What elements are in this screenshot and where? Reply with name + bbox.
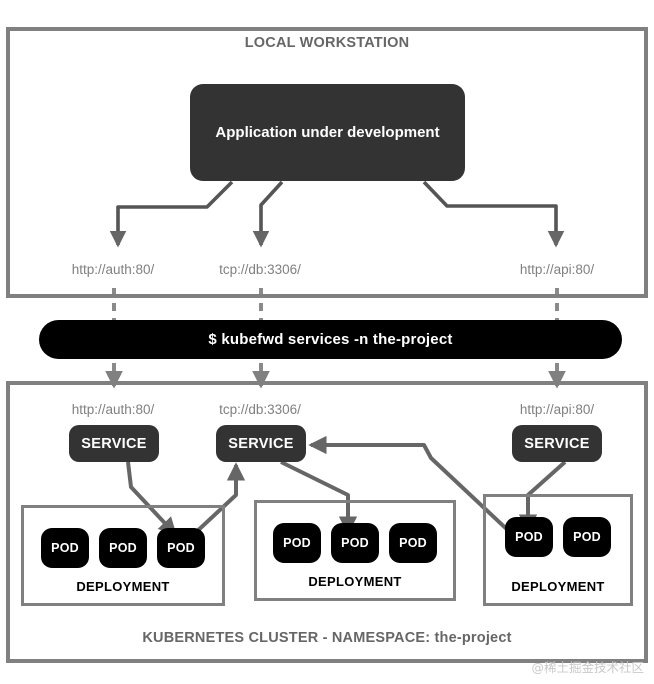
kubernetes-cluster-title: KUBERNETES CLUSTER - NAMESPACE: the-proj…	[142, 630, 512, 646]
cluster-endpoint-api: http://api:80/	[519, 402, 595, 417]
deployment-label: DEPLOYMENT	[511, 579, 605, 594]
deployment-box-api: POD POD DEPLOYMENT	[483, 494, 633, 606]
local-workstation-title: LOCAL WORKSTATION	[244, 35, 410, 51]
workstation-endpoint-db: tcp://db:3306/	[219, 262, 301, 277]
pod-label: POD	[573, 530, 601, 544]
deployment-label: DEPLOYMENT	[76, 579, 170, 594]
pod-box[interactable]: POD	[563, 517, 611, 557]
pod-label: POD	[341, 536, 369, 550]
pod-label: POD	[167, 541, 195, 555]
workstation-endpoint-auth: http://auth:80/	[71, 262, 155, 277]
application-label: Application under development	[215, 124, 440, 141]
pod-box[interactable]: POD	[389, 523, 437, 563]
pod-label: POD	[109, 541, 137, 555]
deployment-label: DEPLOYMENT	[308, 574, 402, 589]
pod-box[interactable]: POD	[331, 523, 379, 563]
service-label: SERVICE	[228, 435, 294, 452]
deployment-box-auth: POD POD POD DEPLOYMENT	[21, 505, 225, 606]
application-under-development-box[interactable]: Application under development	[190, 84, 465, 181]
pod-box[interactable]: POD	[505, 517, 553, 557]
service-box-api[interactable]: SERVICE	[512, 425, 602, 462]
pod-box[interactable]: POD	[157, 528, 205, 568]
service-label: SERVICE	[81, 435, 147, 452]
pod-label: POD	[399, 536, 427, 550]
cluster-endpoint-auth: http://auth:80/	[71, 402, 155, 417]
service-box-db[interactable]: SERVICE	[216, 425, 306, 462]
watermark-label: @稀土掘金技术社区	[531, 660, 644, 675]
pod-row: POD POD	[486, 517, 630, 557]
pod-box[interactable]: POD	[273, 523, 321, 563]
pod-label: POD	[51, 541, 79, 555]
service-label: SERVICE	[524, 435, 590, 452]
pod-label: POD	[515, 530, 543, 544]
deployment-box-db: POD POD POD DEPLOYMENT	[254, 500, 456, 601]
service-box-auth[interactable]: SERVICE	[69, 425, 159, 462]
workstation-endpoint-api: http://api:80/	[519, 262, 595, 277]
kubernetes-cluster-panel	[6, 381, 648, 663]
pod-row: POD POD POD	[24, 528, 222, 568]
kubefwd-command-bar[interactable]: $ kubefwd services -n the-project	[39, 320, 622, 359]
pod-box[interactable]: POD	[41, 528, 89, 568]
local-workstation-panel	[6, 27, 648, 298]
cluster-endpoint-db: tcp://db:3306/	[219, 402, 301, 417]
pod-row: POD POD POD	[257, 523, 453, 563]
pod-box[interactable]: POD	[99, 528, 147, 568]
kubefwd-command-text: $ kubefwd services -n the-project	[208, 331, 453, 348]
pod-label: POD	[283, 536, 311, 550]
